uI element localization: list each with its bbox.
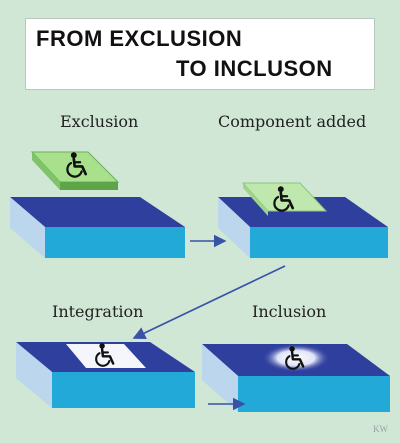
slab-exclusion [10, 197, 185, 258]
credit-initials: KW [373, 424, 388, 434]
component-panel-added [241, 182, 328, 216]
arrow-component-to-integration [132, 265, 286, 339]
label-exclusion: Exclusion [60, 112, 139, 131]
slab-inclusion [202, 344, 390, 412]
title-line-1: FROM EXCLUSION [36, 26, 243, 51]
component-panel-detached [30, 151, 120, 190]
label-inclusion: Inclusion [252, 302, 327, 321]
label-integration: Integration [52, 302, 144, 321]
title-line-2: TO INCLUSON [176, 56, 333, 81]
title-box: FROM EXCLUSION TO INCLUSON [25, 18, 375, 90]
label-component-added: Component added [218, 112, 367, 131]
slab-integration [16, 342, 195, 408]
